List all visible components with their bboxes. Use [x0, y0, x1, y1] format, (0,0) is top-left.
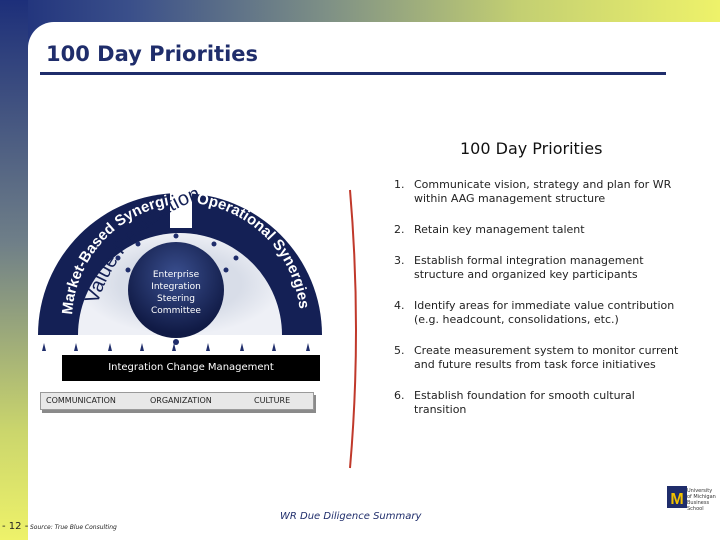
priority-item: 3. Establish formal integration manageme…	[394, 254, 684, 282]
priority-text: Establish foundation for smooth cultural…	[414, 389, 635, 416]
footer-foundation-bar	[40, 392, 314, 410]
foundation-culture: CULTURE	[254, 396, 291, 405]
priority-text: Identify areas for immediate value contr…	[414, 299, 675, 326]
priority-text: Create measurement system to monitor cur…	[414, 344, 679, 371]
priority-text: Establish formal integration management …	[414, 254, 644, 281]
slide-title: 100 Day Priorities	[46, 42, 259, 66]
priority-text: Communicate vision, strategy and plan fo…	[414, 178, 672, 205]
priority-item: 1. Communicate vision, strategy and plan…	[394, 178, 684, 206]
center-line: Committee	[151, 306, 201, 316]
center-line: Enterprise	[152, 270, 200, 280]
red-arrow	[349, 189, 357, 469]
priority-number: 5.	[394, 344, 405, 357]
priority-number: 1.	[394, 178, 405, 191]
integration-band-label: Integration Change Management	[108, 362, 274, 373]
logo-line: Business	[687, 500, 710, 506]
center-line: Integration	[151, 282, 201, 292]
arc-notch	[170, 188, 192, 228]
person-markers	[42, 343, 310, 351]
background-left-strip	[0, 0, 28, 540]
priority-item: 5. Create measurement system to monitor …	[394, 344, 684, 372]
priority-item: 6. Establish foundation for smooth cultu…	[394, 389, 684, 417]
foundation-organization: ORGANIZATION	[150, 396, 212, 405]
integration-band	[62, 355, 320, 381]
logo-line: School	[687, 506, 704, 512]
priority-item: 4. Identify areas for immediate value co…	[394, 299, 684, 327]
priority-number: 4.	[394, 299, 405, 312]
center-label: Enterprise Integration Steering Committe…	[136, 269, 216, 317]
svg-text:M: M	[670, 491, 683, 508]
priorities-heading: 100 Day Priorities	[460, 139, 603, 158]
priority-number: 6.	[394, 389, 405, 402]
footer-summary: WR Due Diligence Summary	[280, 511, 422, 522]
title-rule	[40, 72, 666, 75]
logo-line: University	[687, 488, 713, 494]
page-number: - 12 -	[2, 521, 29, 532]
priority-number: 3.	[394, 254, 405, 267]
connector-dots	[115, 233, 239, 345]
steering-committee-circle	[128, 242, 224, 338]
priority-number: 2.	[394, 223, 405, 236]
priorities-list: 1. Communicate vision, strategy and plan…	[394, 178, 684, 434]
foundation-communication: COMMUNICATION	[46, 396, 116, 405]
source-note: Source: True Blue Consulting	[30, 524, 117, 531]
umich-logo: M	[667, 486, 687, 508]
priority-text: Retain key management talent	[414, 223, 585, 236]
priority-item: 2. Retain key management talent	[394, 223, 684, 237]
center-line: Steering	[157, 294, 195, 304]
logo-line: of Michigan	[687, 494, 716, 500]
logo-caption: University of Michigan Business School	[687, 488, 716, 512]
